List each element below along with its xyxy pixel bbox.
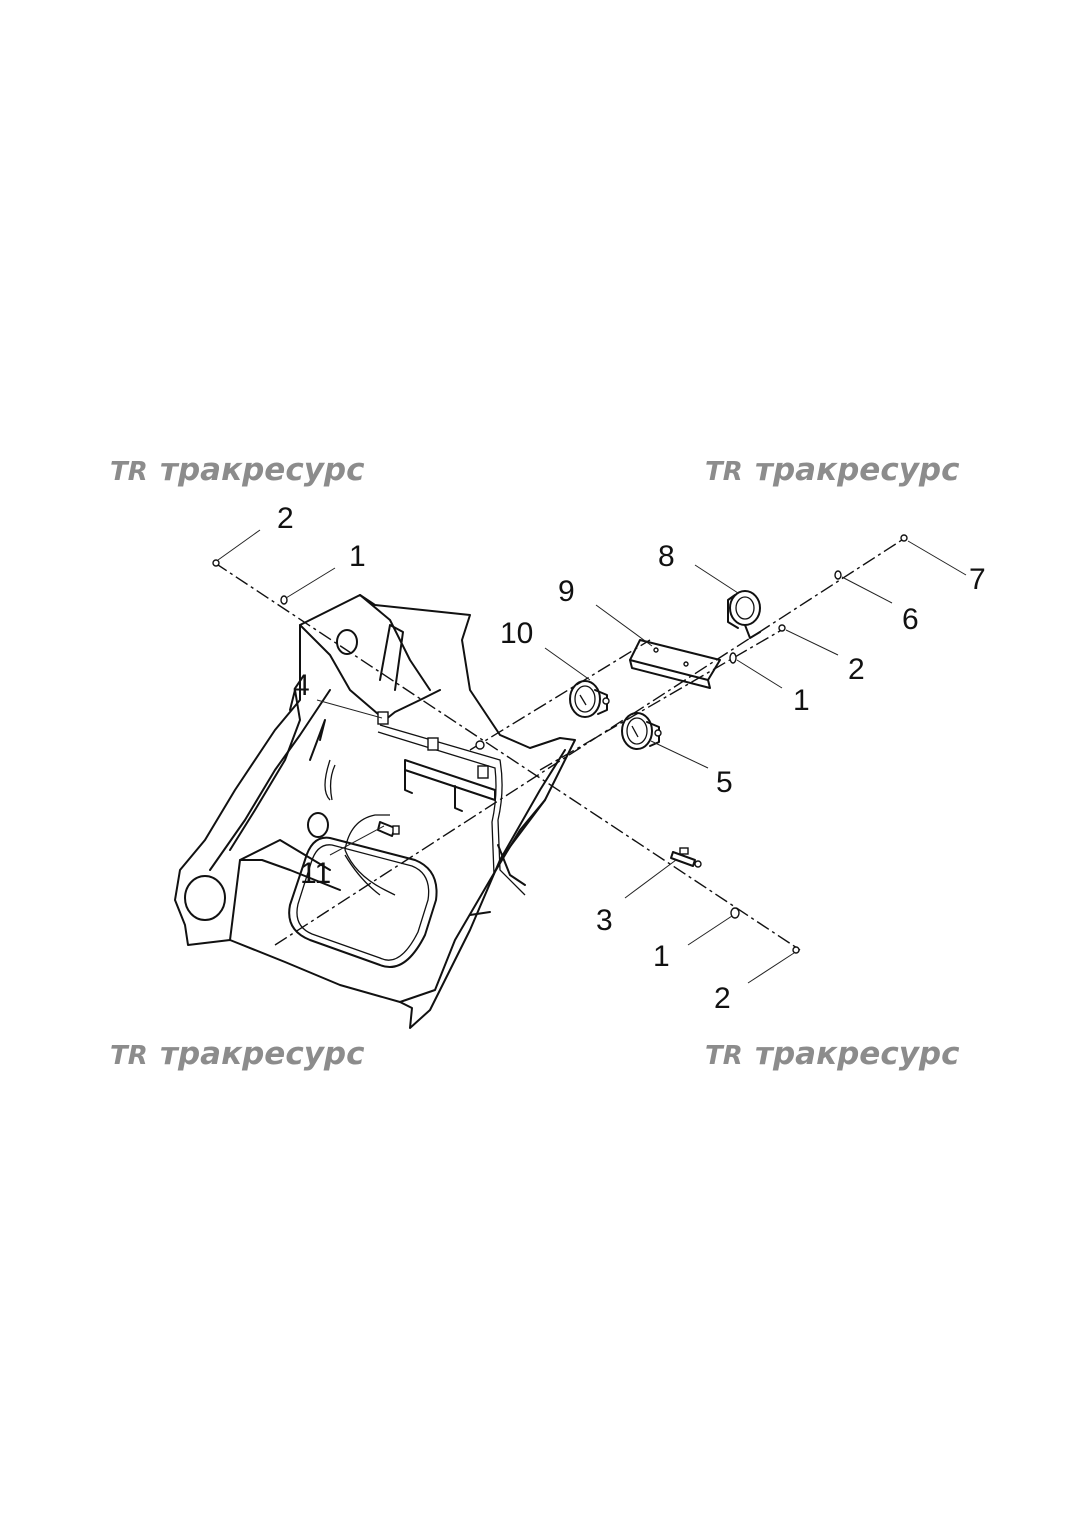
watermark-text: тракресурс	[160, 452, 365, 488]
callout-3: 3	[596, 904, 613, 937]
bolt-2-top-left	[212, 559, 220, 567]
frame-bracket	[174, 594, 576, 1029]
watermark-logo: TR	[110, 1041, 148, 1071]
callout-10: 10	[500, 617, 533, 650]
watermark-top-right: TR тракресурс	[705, 452, 960, 488]
callout-2: 2	[277, 502, 294, 535]
assembly-axes	[214, 537, 906, 951]
leader-lines	[217, 529, 967, 984]
watermark-logo: TR	[705, 1041, 743, 1071]
washer-1-top-left	[280, 595, 288, 605]
watermark-bottom-left: TR тракресурс	[110, 1036, 365, 1072]
watermark-text: тракресурс	[160, 1036, 365, 1072]
bolt-2-right	[778, 624, 786, 632]
washer-1-right	[729, 652, 737, 664]
watermark-text: тракресурс	[755, 452, 960, 488]
callout-1: 1	[349, 540, 366, 573]
callout-1: 1	[653, 940, 670, 973]
watermark-bottom-right: TR тракресурс	[705, 1036, 960, 1072]
sensor-connector	[377, 821, 400, 837]
connector-3	[670, 847, 702, 868]
window-panel	[288, 836, 438, 968]
callout-9: 9	[558, 575, 575, 608]
callout-11: 11	[300, 857, 331, 890]
watermark-text: тракресурс	[755, 1036, 960, 1072]
watermark-top-left: TR тракресурс	[110, 452, 365, 488]
mounting-plate-9	[629, 639, 721, 689]
watermark-logo: TR	[705, 457, 743, 487]
callout-6: 6	[902, 603, 919, 636]
bolt-7	[900, 534, 908, 542]
callout-7: 7	[969, 563, 986, 596]
callout-1: 1	[793, 684, 810, 717]
watermark-logo: TR	[110, 457, 148, 487]
light-8	[727, 590, 761, 639]
callout-2: 2	[714, 982, 731, 1015]
callout-8: 8	[658, 540, 675, 573]
washer-1-bottom	[730, 907, 740, 919]
callout-2: 2	[848, 653, 865, 686]
lamp-10	[569, 680, 610, 718]
callout-4: 4	[293, 669, 310, 702]
callout-labels: 2 1 8 9 7 10 6 2 4 1 5 11 3 1 2	[277, 502, 986, 1015]
light-bracket	[377, 711, 496, 812]
hardware-parts	[212, 534, 908, 954]
lamp-5	[621, 712, 662, 750]
washer-6	[834, 570, 842, 580]
bolt-center	[475, 740, 485, 750]
callout-5: 5	[716, 766, 733, 799]
bolt-2-bottom	[792, 946, 800, 954]
